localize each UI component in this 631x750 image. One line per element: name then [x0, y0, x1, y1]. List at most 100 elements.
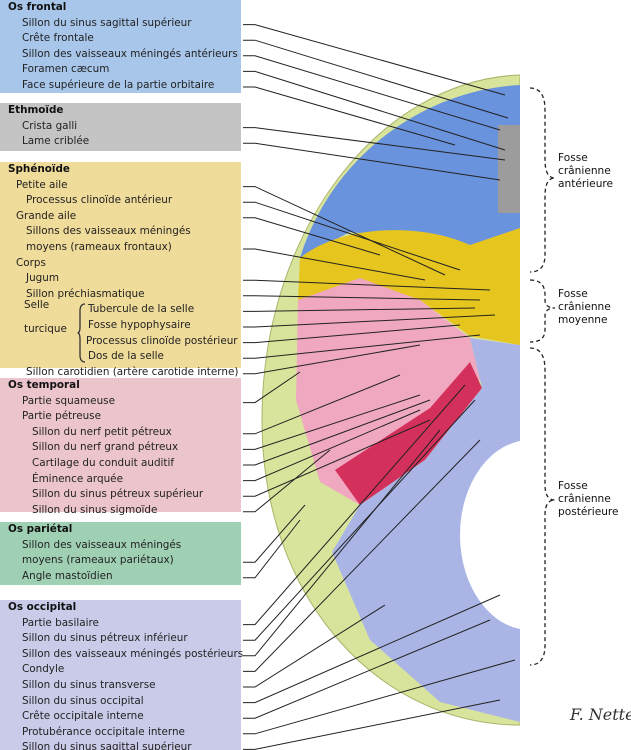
leader-line	[243, 142, 501, 181]
selle-turcique-label: Selle	[24, 299, 50, 312]
label-item: Sillon du nerf petit pétreux	[32, 425, 172, 438]
label-item: Sillon du sinus pétreux supérieur	[32, 488, 204, 501]
leader-line	[243, 594, 501, 704]
leader-line	[243, 449, 331, 513]
label-item: Lame criblée	[22, 135, 90, 148]
signature: F. Netter	[569, 705, 631, 724]
leader-line	[243, 384, 466, 626]
leader-line	[243, 604, 386, 688]
label-item: Condyle	[22, 663, 65, 676]
leader-line	[243, 127, 506, 161]
label-item: Sillons des vaisseaux méningés	[26, 225, 191, 238]
label-item: Processus clinoïde antérieur	[26, 194, 173, 207]
label-item: Protubérance occipitale interne	[22, 725, 185, 738]
label-item: Sillon des vaisseaux méningés antérieurs	[22, 47, 238, 60]
leader-line	[243, 86, 456, 146]
leader-line	[243, 295, 481, 301]
label-item: Grande aile	[16, 209, 77, 222]
leader-line	[243, 409, 421, 482]
fosse-brackets	[529, 87, 556, 666]
leader-line	[243, 279, 491, 291]
label-item: Sillon du sinus pétreux inférieur	[22, 632, 188, 645]
group-title: Os temporal	[8, 379, 80, 391]
label-item: moyens (rameaux frontaux)	[26, 241, 172, 253]
label-item: Sillon du sinus occipital	[22, 694, 144, 707]
leader-line	[243, 217, 381, 256]
leader-line	[243, 374, 401, 435]
leader-line	[243, 39, 509, 119]
leader-line	[243, 699, 501, 750]
leader-line	[243, 24, 506, 96]
label-item: Sillon carotidien (artère carotide inter…	[26, 365, 239, 378]
label-item: moyens (rameaux pariétaux)	[22, 554, 174, 567]
leader-line	[243, 619, 491, 719]
leader-line	[243, 344, 421, 375]
leader-line	[243, 419, 431, 497]
leader-line	[243, 201, 461, 271]
leader-line	[243, 55, 501, 131]
leader-line	[243, 307, 476, 312]
leader-line	[243, 394, 421, 450]
label-item: Foramen cæcum	[22, 63, 110, 76]
label-item: Sillon du sinus sigmoïde	[32, 503, 158, 516]
label-item: Sillon préchiasmatique	[26, 287, 145, 300]
group-title: Os frontal	[8, 1, 67, 13]
leader-line	[243, 439, 481, 672]
label-item: Angle mastoïdien	[22, 569, 113, 582]
label-item: Partie basilaire	[22, 616, 99, 629]
label-item: Crête occipitale interne	[22, 710, 144, 723]
leader-line	[243, 399, 476, 641]
label-item: Partie squameuse	[22, 394, 115, 407]
leader-line	[243, 324, 461, 344]
leader-line	[243, 186, 446, 276]
group-title: Os pariétal	[8, 523, 73, 535]
label-item: Corps	[16, 256, 46, 269]
label-item: Cartilage du conduit auditif	[32, 457, 175, 469]
leader-line	[243, 399, 431, 466]
ethmoid-bone	[498, 125, 522, 213]
label-item: Face supérieure de la partie orbitaire	[22, 79, 215, 91]
leader-line	[243, 504, 306, 563]
leader-line	[243, 314, 496, 328]
leader-line	[243, 519, 301, 579]
label-item: Sillon du sinus sagittal supérieur	[22, 741, 192, 750]
brace-icon	[77, 303, 87, 364]
label-item: Jugum	[26, 272, 59, 285]
leader-line	[243, 429, 441, 657]
label-item: Fosse hypophysaire	[88, 319, 191, 331]
label-item: Éminence arquée	[32, 472, 123, 485]
group-title: Os occipital	[8, 601, 77, 613]
leader-line	[243, 334, 481, 359]
petrous-part	[335, 362, 482, 505]
label-item: Sillon du sinus transverse	[22, 679, 156, 691]
label-item: Crête frontale	[22, 32, 94, 45]
group-title: Ethmoïde	[8, 104, 64, 116]
occipital-bone	[332, 338, 520, 722]
label-item: Sillon du nerf grand pétreux	[32, 441, 179, 454]
label-item: Processus clinoïde postérieur	[86, 334, 238, 347]
label-item: Sillon des vaisseaux méningés	[22, 538, 182, 551]
label-item: Crista galli	[22, 119, 78, 132]
leader-line	[243, 70, 506, 151]
selle-turcique-label: turcique	[24, 323, 67, 335]
label-item: Sillon des vaisseaux méningés postérieur…	[22, 647, 244, 660]
leader-line	[243, 371, 301, 404]
leader-line	[243, 659, 516, 735]
label-item: Sillon du sinus sagittal supérieur	[22, 16, 192, 29]
label-item: Partie pétreuse	[22, 410, 101, 423]
label-item: Dos de la selle	[88, 350, 164, 363]
frontal-bone	[300, 85, 520, 258]
label-item: Tubercule de la selle	[88, 303, 195, 316]
label-item: Petite aile	[16, 178, 68, 191]
